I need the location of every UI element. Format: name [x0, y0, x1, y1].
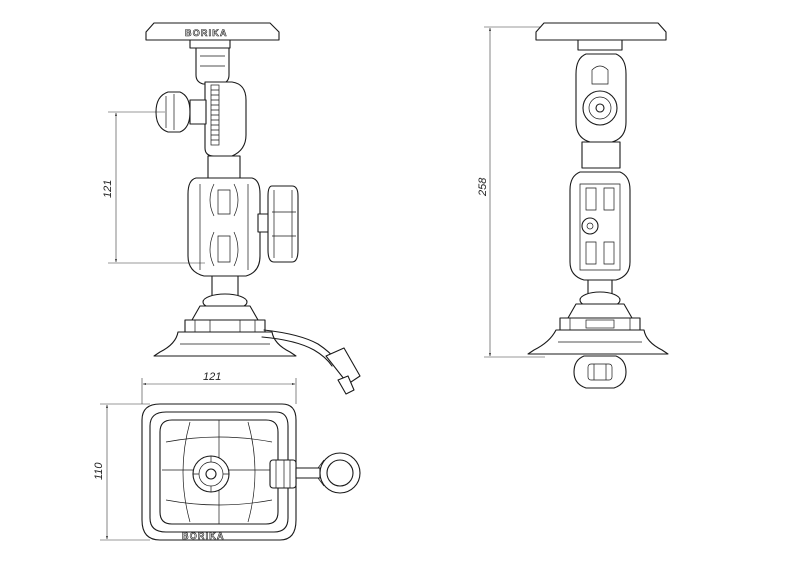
- front-view-height-label: 258: [477, 177, 489, 197]
- top-view-depth-dimension: 110: [93, 403, 150, 541]
- top-view-width-label: 121: [203, 371, 221, 383]
- top-view: BORIKA: [141, 403, 361, 541]
- front-view-height-dimension: 258: [477, 26, 545, 358]
- top-view-depth-label: 110: [93, 462, 105, 480]
- top-view-width-dimension: 121: [141, 371, 297, 404]
- top-view-brand-label: BORIKA: [182, 531, 225, 541]
- side-view-brand-label: BORIKA: [185, 28, 228, 38]
- side-view-height-label: 121: [102, 180, 114, 198]
- side-view-height-dimension: 121: [102, 111, 205, 264]
- side-view: BORIKA: [145, 22, 361, 395]
- front-view: [527, 22, 669, 389]
